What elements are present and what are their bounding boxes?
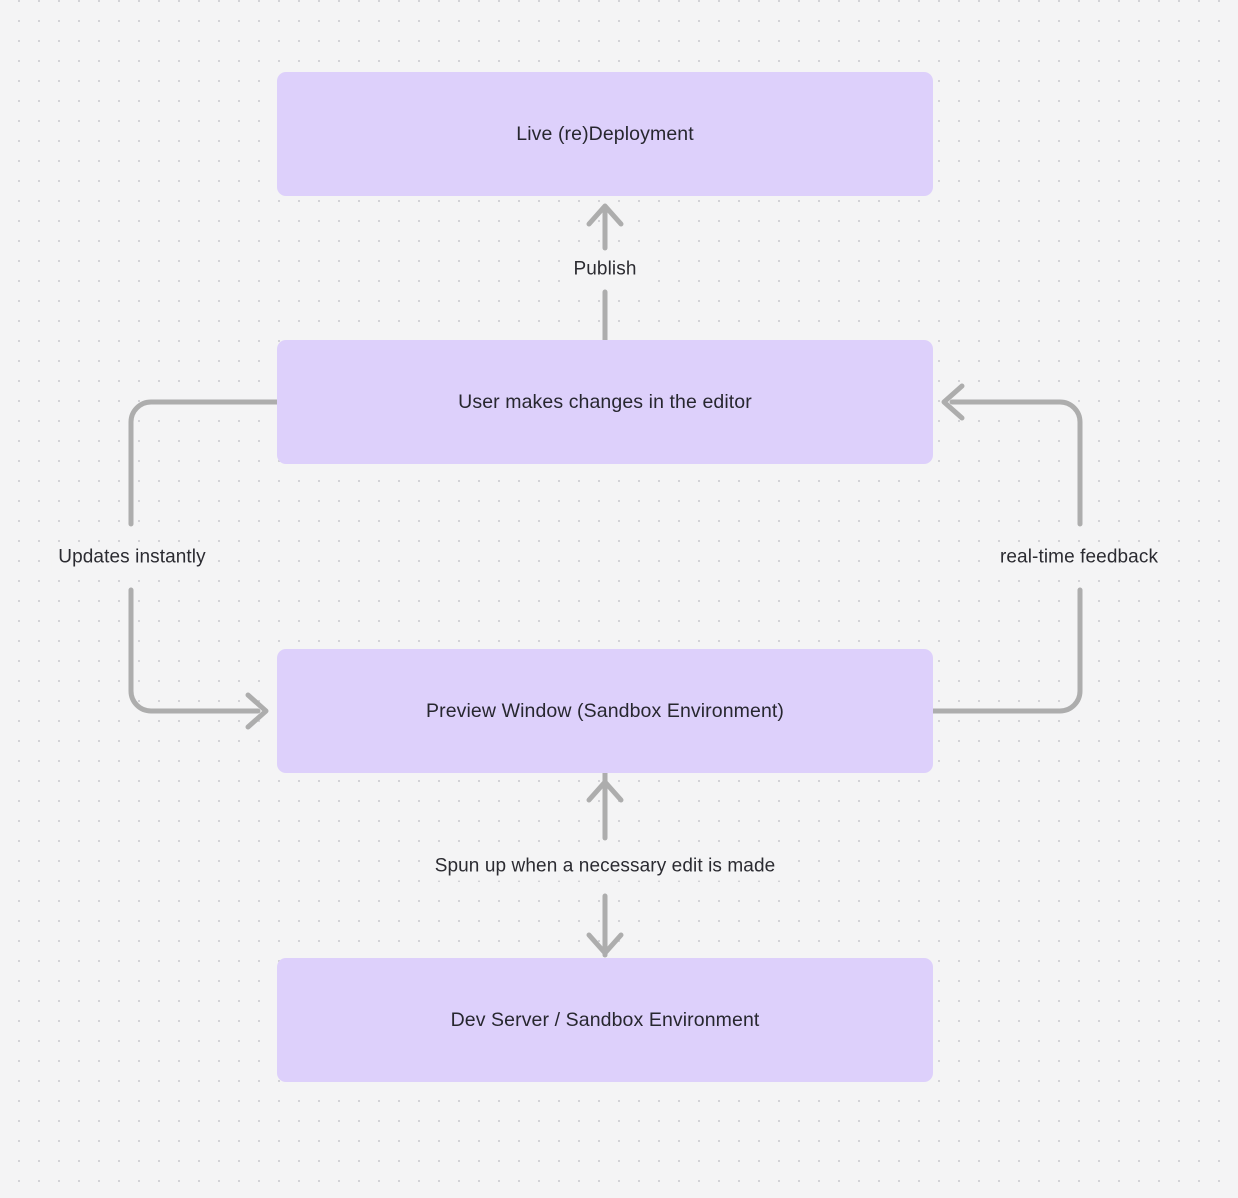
edge-label-updates-instantly: Updates instantly: [51, 544, 213, 572]
edge-label-spun-up: Spun up when a necessary edit is made: [427, 853, 783, 881]
node-label-live-deployment: Live (re)Deployment: [516, 122, 694, 145]
node-label-preview-window: Preview Window (Sandbox Environment): [426, 699, 784, 722]
node-user-edits[interactable]: User makes changes in the editor: [277, 340, 933, 464]
node-preview-window[interactable]: Preview Window (Sandbox Environment): [277, 649, 933, 773]
node-dev-server[interactable]: Dev Server / Sandbox Environment: [277, 958, 933, 1082]
edge-label-real-time-feedback: real-time feedback: [992, 544, 1166, 572]
edge-label-publish: Publish: [566, 256, 644, 284]
node-label-user-edits: User makes changes in the editor: [458, 390, 752, 413]
node-label-dev-server: Dev Server / Sandbox Environment: [450, 1008, 760, 1031]
node-live-deployment[interactable]: Live (re)Deployment: [277, 72, 933, 196]
